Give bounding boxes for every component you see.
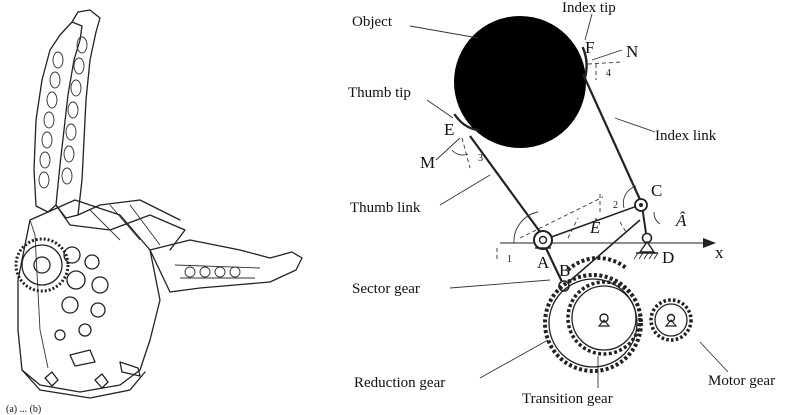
label-reduction-gear: Reduction gear bbox=[354, 375, 445, 391]
sector-gear bbox=[566, 256, 628, 272]
point-E: E bbox=[444, 120, 454, 139]
gripper-3d-drawing bbox=[14, 9, 303, 399]
finger-left bbox=[33, 21, 83, 213]
point-N: N bbox=[626, 42, 638, 61]
angle-e: È bbox=[589, 218, 601, 237]
label-x: x bbox=[715, 243, 724, 262]
index-link bbox=[581, 73, 644, 205]
joint-D bbox=[633, 232, 659, 260]
angle-3: 3 bbox=[478, 153, 483, 164]
point-M: M bbox=[420, 153, 435, 172]
point-C: C bbox=[651, 181, 662, 200]
label-sector-gear: Sector gear bbox=[352, 281, 420, 297]
housing-holes bbox=[54, 246, 109, 341]
label-thumb-link: Thumb link bbox=[350, 200, 421, 216]
finger-right-holes bbox=[184, 266, 241, 278]
angle-1: 1 bbox=[507, 254, 512, 265]
label-transition-gear: Transition gear bbox=[522, 391, 613, 407]
transition-gear bbox=[566, 280, 642, 356]
finger-right bbox=[149, 239, 303, 293]
link-AC bbox=[542, 204, 641, 241]
kinematic-schematic: Object Index tip Thumb tip F N 4 E M 3 I… bbox=[348, 0, 775, 407]
x-axis-arrow bbox=[703, 238, 716, 248]
joint-C bbox=[634, 198, 648, 212]
gripper-housing bbox=[17, 199, 161, 393]
point-A: A bbox=[537, 253, 550, 272]
label-index-link: Index link bbox=[655, 128, 717, 144]
point-D: D bbox=[662, 248, 674, 267]
housing-gear bbox=[14, 237, 70, 293]
caption-fragment: (a) ... (b) bbox=[6, 404, 41, 415]
angle-a: Â bbox=[675, 211, 687, 230]
label-motor-gear: Motor gear bbox=[708, 373, 775, 389]
link-B bbox=[563, 219, 641, 287]
angle-2: 2 bbox=[613, 200, 618, 211]
finger-left-holes bbox=[38, 36, 88, 189]
joint-A bbox=[533, 230, 553, 250]
motor-gear bbox=[649, 298, 693, 342]
label-index-tip: Index tip bbox=[562, 0, 616, 16]
point-F: F bbox=[585, 38, 594, 57]
label-thumb-tip: Thumb tip bbox=[348, 85, 411, 101]
label-object: Object bbox=[352, 14, 393, 30]
reduction-gear bbox=[543, 273, 643, 373]
point-B: B bbox=[559, 261, 570, 280]
thumb-link bbox=[469, 135, 544, 237]
angle-4: 4 bbox=[606, 68, 611, 79]
object-disk bbox=[454, 16, 586, 148]
